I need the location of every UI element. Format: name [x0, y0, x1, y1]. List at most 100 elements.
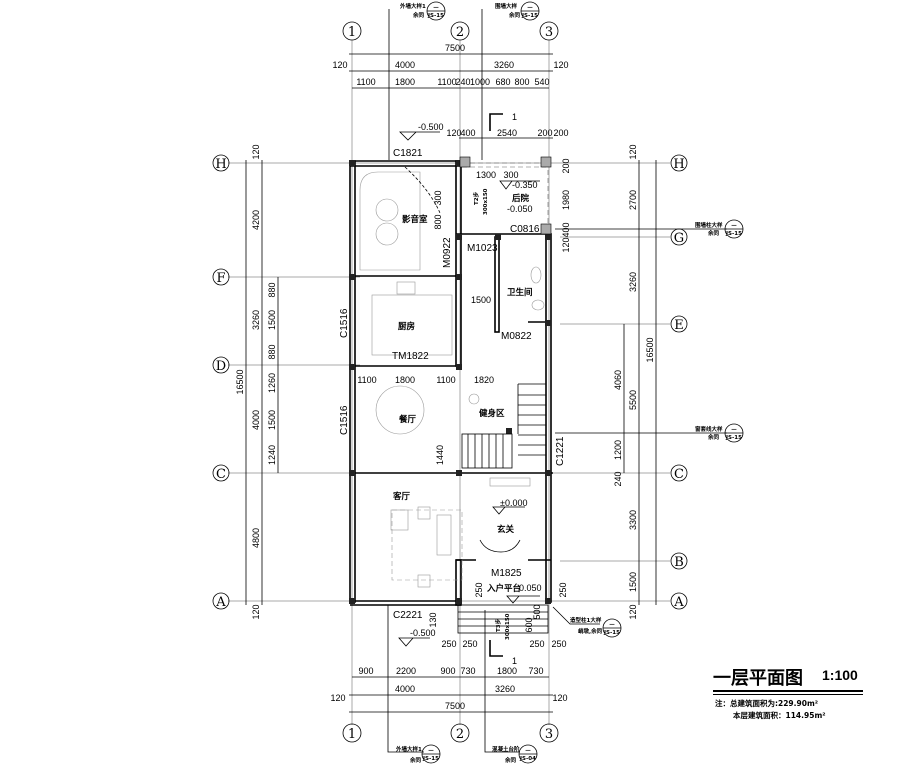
- room-dining: 餐厅: [398, 414, 417, 425]
- walls: [349, 156, 553, 606]
- svg-text:JS-04: JS-04: [519, 756, 536, 762]
- svg-text:C: C: [216, 467, 226, 482]
- svg-text:余同: 余同: [412, 11, 425, 19]
- svg-text:A: A: [673, 595, 684, 610]
- svg-text:200: 200: [537, 128, 552, 138]
- svg-text:3: 3: [545, 25, 553, 40]
- svg-text:880: 880: [267, 282, 277, 297]
- svg-text:—: —: [525, 748, 531, 754]
- opening-codes: C1821 M1023 C0816 M0922 C1516 TM1822 M08…: [339, 148, 566, 621]
- svg-text:730: 730: [528, 666, 543, 676]
- svg-text:—: —: [731, 427, 737, 433]
- svg-text:250: 250: [551, 639, 566, 649]
- svg-text:500: 500: [532, 604, 542, 619]
- svg-text:外墙大样1: 外墙大样1: [400, 2, 426, 10]
- svg-text:120: 120: [561, 237, 571, 252]
- svg-text:1800: 1800: [497, 666, 517, 676]
- svg-text:680: 680: [495, 77, 510, 87]
- svg-text:JS-15: JS-15: [725, 231, 742, 237]
- svg-text:-0.350: -0.350: [512, 180, 538, 190]
- svg-text:窗套线大样: 窗套线大样: [695, 425, 723, 433]
- floor-area-note: 本层建筑面积：114.95m²: [733, 711, 826, 720]
- svg-text:1500: 1500: [471, 295, 491, 305]
- svg-text:4060: 4060: [613, 370, 623, 390]
- svg-text:M1023: M1023: [467, 243, 498, 254]
- room-gym: 健身区: [479, 408, 505, 419]
- svg-text:—: —: [731, 223, 737, 229]
- svg-text:—: —: [609, 622, 615, 628]
- svg-text:1800: 1800: [395, 375, 415, 385]
- svg-text:1500: 1500: [267, 310, 277, 330]
- svg-text:M0822: M0822: [501, 331, 532, 342]
- detail-callout: 外墙大样1 余同 — JS-15: [388, 1, 446, 160]
- svg-text:1260: 1260: [267, 373, 277, 393]
- svg-text:M1825: M1825: [491, 568, 522, 579]
- svg-text:130: 130: [428, 612, 438, 627]
- entry-steps: [457, 604, 549, 634]
- title-underline: [713, 690, 863, 692]
- svg-text:F: F: [216, 271, 225, 286]
- svg-text:—: —: [433, 5, 439, 11]
- svg-text:880: 880: [267, 344, 277, 359]
- svg-text:200: 200: [561, 158, 571, 173]
- step-notes: T2步 300x150 T3步 300x150: [472, 188, 511, 640]
- svg-text:4200: 4200: [251, 210, 261, 230]
- svg-text:1820: 1820: [474, 375, 494, 385]
- svg-text:1: 1: [512, 656, 517, 666]
- svg-text:JS-15: JS-15: [427, 13, 444, 19]
- svg-text:C1221: C1221: [555, 436, 566, 466]
- svg-text:3260: 3260: [494, 60, 514, 70]
- svg-text:—: —: [527, 5, 533, 11]
- svg-text:3260: 3260: [251, 310, 261, 330]
- room-living: 客厅: [392, 491, 411, 502]
- drawing-scale: 1:100: [822, 667, 858, 683]
- svg-text:D: D: [216, 359, 226, 374]
- svg-text:2: 2: [456, 727, 464, 742]
- svg-text:C: C: [674, 467, 684, 482]
- dims-left: 16500 120 4200 3260 4000 4800 120 880 15…: [235, 144, 279, 620]
- svg-text:4000: 4000: [251, 410, 261, 430]
- svg-text:1100: 1100: [437, 77, 456, 87]
- dims-top: 7500 120 4000 3260 120 1100 1800 1100 24…: [332, 43, 569, 139]
- dims-bottom: 900 2200 900 730 1800 730 120 4000 3260 …: [330, 639, 568, 713]
- svg-text:1: 1: [348, 25, 356, 40]
- svg-text:E: E: [674, 318, 684, 333]
- svg-text:JS-15: JS-15: [422, 756, 439, 762]
- detail-callout: 外墙大样1 余同 — JS-15: [387, 605, 441, 764]
- svg-text:1240: 1240: [267, 445, 277, 465]
- svg-text:4000: 4000: [395, 60, 415, 70]
- total-area-note: 注：总建筑面积为:229.90m²: [715, 699, 819, 708]
- svg-text:余同: 余同: [409, 756, 422, 764]
- detail-callout: 围墙大样 余同 — JS-15: [481, 1, 540, 160]
- svg-text:1100: 1100: [357, 375, 376, 385]
- svg-text:余同: 余同: [508, 11, 521, 19]
- svg-text:M0922: M0922: [442, 237, 453, 268]
- svg-text:4800: 4800: [251, 528, 261, 548]
- svg-text:3: 3: [545, 727, 553, 742]
- svg-text:余同: 余同: [504, 756, 517, 764]
- svg-text:900: 900: [358, 666, 373, 676]
- svg-text:300x150: 300x150: [505, 613, 511, 640]
- svg-text:2200: 2200: [396, 666, 416, 676]
- room-foyer: 玄关: [497, 524, 515, 535]
- furniture: [359, 166, 549, 634]
- room-labels: 影音室 厨房 卫生间 后院 餐厅 健身区 客厅 玄关 入户平台: [392, 193, 533, 594]
- svg-text:1500: 1500: [267, 410, 277, 430]
- room-entry-platform: 入户平台: [486, 583, 522, 594]
- svg-text:G: G: [674, 231, 684, 246]
- detail-callout: 混凝土台阶 余同 — JS-04: [484, 610, 538, 764]
- svg-text:C1516: C1516: [339, 308, 350, 338]
- svg-text:1000: 1000: [470, 77, 490, 87]
- svg-text:400: 400: [561, 222, 571, 237]
- svg-text:250: 250: [558, 582, 568, 597]
- svg-text:C1516: C1516: [339, 405, 350, 435]
- svg-text:120: 120: [332, 60, 347, 70]
- level-marks: -0.500 -0.350 -0.050 ±0.000 -0.050 -0.50…: [398, 122, 542, 647]
- svg-text:T3步: T3步: [494, 618, 502, 632]
- svg-text:T2步: T2步: [472, 191, 480, 205]
- svg-text:250: 250: [462, 639, 477, 649]
- svg-text:JS-15: JS-15: [603, 630, 620, 636]
- room-kitchen: 厨房: [398, 321, 415, 332]
- svg-text:-0.500: -0.500: [418, 122, 444, 132]
